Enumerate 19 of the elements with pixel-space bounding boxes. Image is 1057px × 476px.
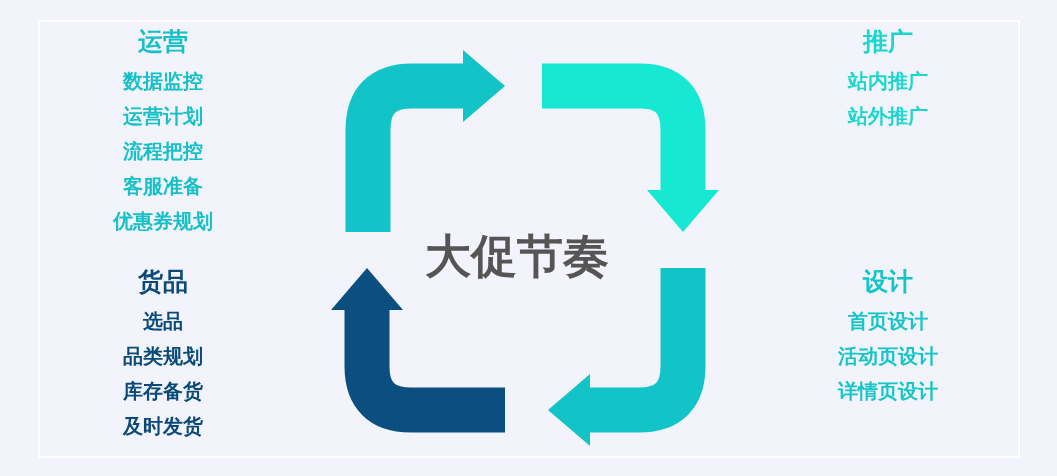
list-item: 活动页设计 [837,343,939,370]
section-heading: 货品 [137,266,189,298]
list-item: 品类规划 [122,343,204,370]
section-heading: 运营 [137,26,189,58]
list-item: 流程把控 [122,138,204,165]
list-item: 首页设计 [847,308,929,335]
list-item: 及时发货 [121,413,204,440]
list-item: 优惠券规划 [112,208,214,235]
list-item: 站内推广 [846,68,929,95]
list-item: 运营计划 [122,103,204,130]
center-title: 大促节奏 [424,228,610,285]
list-item: 选品 [142,308,184,335]
list-item: 详情页设计 [836,378,939,405]
list-item: 站外推广 [846,103,929,130]
section-heading: 设计 [861,266,914,298]
list-item: 客服准备 [122,173,204,200]
list-item: 数据监控 [122,68,204,95]
list-item: 库存备货 [122,378,204,405]
section-heading: 推广 [861,26,914,58]
